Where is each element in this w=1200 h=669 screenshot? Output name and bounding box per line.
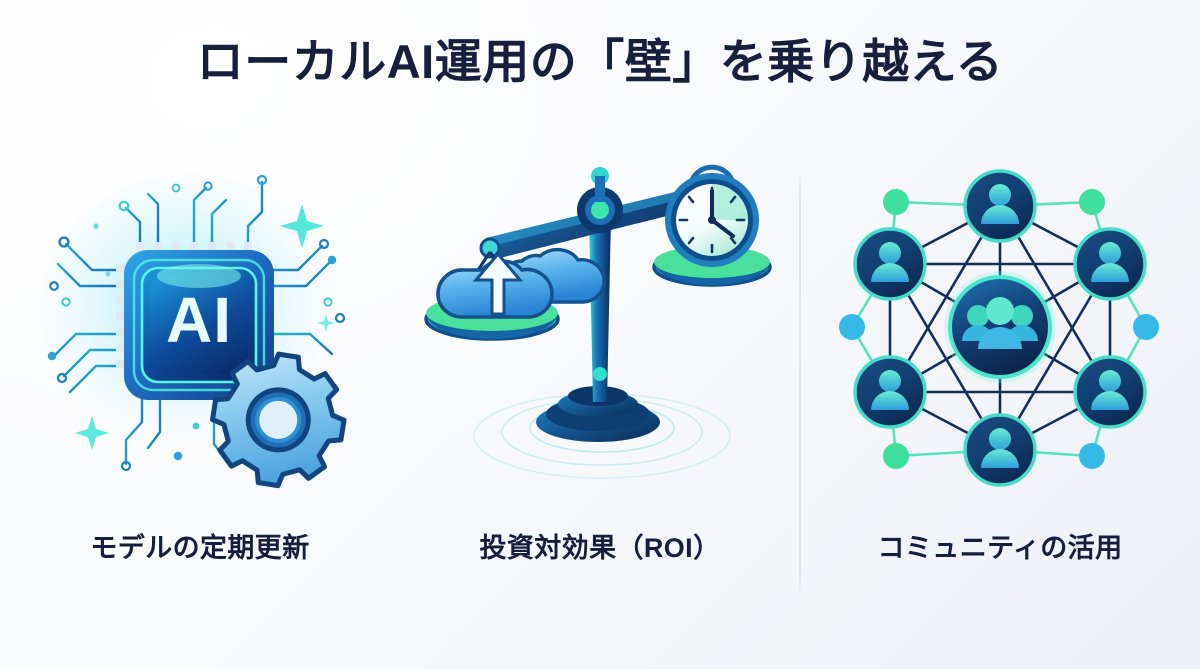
user-node-left-bottom bbox=[853, 355, 927, 429]
accent-dot bbox=[1133, 314, 1159, 340]
column-community: コミュニティの活用 bbox=[800, 150, 1200, 620]
accent-dot bbox=[839, 314, 865, 340]
cloud-upload-icon bbox=[436, 248, 606, 319]
columns-container: AI bbox=[0, 150, 1200, 620]
accent-dot bbox=[1079, 443, 1105, 469]
user-node-right-bottom bbox=[1073, 355, 1147, 429]
ai-chip-illustration: AI bbox=[30, 164, 370, 494]
ai-chip: AI bbox=[124, 250, 274, 400]
stem-rivet bbox=[593, 367, 607, 381]
chip-label: AI bbox=[166, 284, 232, 356]
column-divider-1 bbox=[799, 172, 801, 597]
page-title: ローカルAI運用の「壁」を乗り越える bbox=[196, 35, 1004, 88]
community-network-illustration bbox=[830, 164, 1170, 494]
accent-dot bbox=[883, 189, 909, 215]
caption-model-updates: モデルの定期更新 bbox=[90, 533, 310, 563]
accent-dot bbox=[883, 443, 909, 469]
caption-roi: 投資対効果（ROI） bbox=[479, 533, 721, 563]
group-node bbox=[944, 271, 1056, 383]
accent-dot bbox=[1079, 189, 1105, 215]
clock-icon bbox=[665, 164, 759, 267]
caption-community: コミュニティの活用 bbox=[877, 533, 1123, 563]
user-node-top bbox=[963, 169, 1037, 243]
network-svg bbox=[839, 169, 1159, 487]
roi-scale-illustration bbox=[424, 164, 772, 494]
user-node-bottom bbox=[963, 413, 1037, 487]
gear-icon bbox=[210, 351, 347, 489]
scale-fulcrum bbox=[577, 167, 623, 233]
user-node-left-top bbox=[853, 227, 927, 301]
column-roi: 投資対効果（ROI） bbox=[400, 150, 801, 620]
column-model-updates: AI bbox=[0, 150, 400, 620]
user-node-right-top bbox=[1073, 227, 1147, 301]
title-container: ローカルAI運用の「壁」を乗り越える bbox=[0, 36, 1200, 88]
ai-chip-svg: AI bbox=[40, 174, 347, 489]
accent-dots bbox=[839, 189, 1159, 469]
balance-scale-svg bbox=[424, 164, 772, 479]
sparkle-icon bbox=[75, 204, 335, 450]
